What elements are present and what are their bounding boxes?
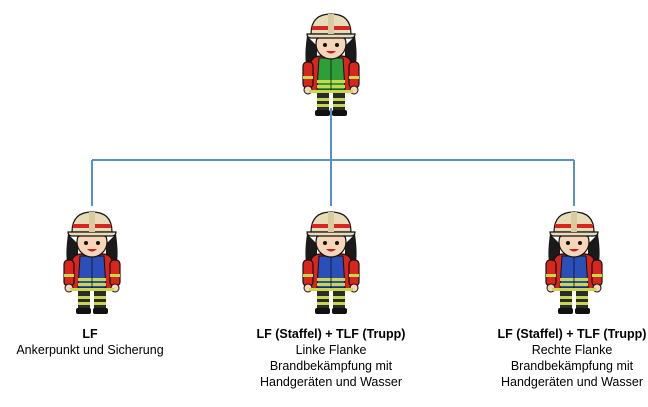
caption-line: Brandbekämpfung mit <box>510 359 634 373</box>
caption-line: Rechte Flanke <box>531 343 613 357</box>
caption-title: LF (Staffel) + TLF (Trupp) <box>256 327 406 341</box>
caption-line: Brandbekämpfung mit <box>269 359 393 373</box>
caption-line: Linke Flanke <box>295 343 367 357</box>
firefighter-team-center-icon <box>289 204 373 316</box>
firefighter-leader-icon <box>289 6 373 118</box>
caption-line: Ankerpunkt und Sicherung <box>16 343 164 357</box>
caption-title: LF (Staffel) + TLF (Trupp) <box>497 327 647 341</box>
firefighter-team-left-icon <box>50 204 134 316</box>
caption-title: LF <box>82 327 98 341</box>
caption-team-1: LF Ankerpunkt und Sicherung <box>0 326 190 358</box>
firefighter-team-right-icon <box>532 204 616 316</box>
caption-team-2: LF (Staffel) + TLF (Trupp) Linke Flanke … <box>231 326 431 390</box>
caption-team-3: LF (Staffel) + TLF (Trupp) Rechte Flanke… <box>472 326 648 390</box>
caption-line: Handgeräten und Wasser <box>501 375 643 389</box>
caption-line: Handgeräten und Wasser <box>260 375 402 389</box>
